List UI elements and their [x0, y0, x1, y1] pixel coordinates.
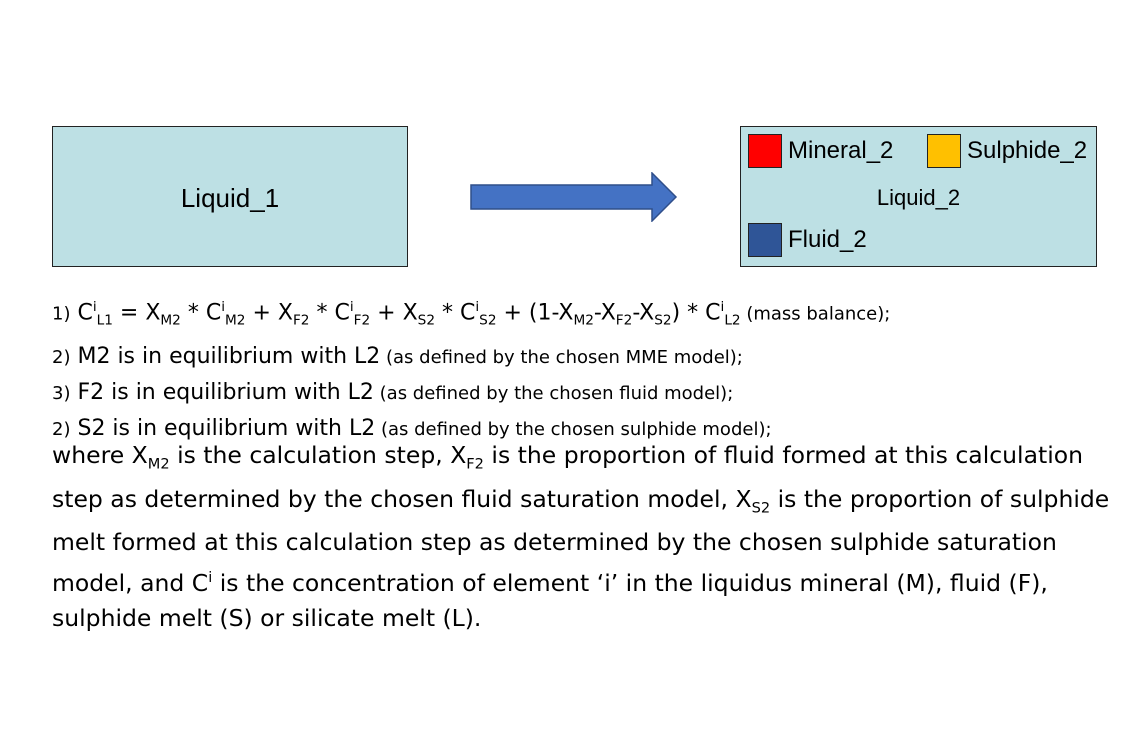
eq1-plus: +	[245, 300, 278, 326]
eq1-sub-m2: M2	[225, 312, 246, 329]
eq1-x-f2: X	[277, 300, 293, 326]
eq2-text: M2 is in equilibrium with L2	[70, 343, 381, 369]
sulphide-2-label: Sulphide_2	[967, 137, 1088, 164]
eq1-c-l2: C	[705, 300, 721, 326]
equation-sulphide-equilibrium: 2) S2 is in equilibrium with L2 (as defi…	[52, 411, 1112, 447]
eq1-plus: +	[496, 300, 529, 326]
eq1-equals: =	[112, 300, 146, 326]
eq1-c-s2: C	[460, 300, 476, 326]
eq1-number: 1)	[52, 303, 71, 325]
liquid-1-box: Liquid_1	[52, 126, 408, 267]
eq1-sub-f2: F2	[353, 312, 371, 329]
eq1-minus: -	[593, 300, 601, 326]
eq4-number: 2)	[52, 418, 71, 440]
eq1-star: *	[435, 300, 460, 326]
para-sub-f2: F2	[466, 455, 484, 473]
eq1-star: *	[309, 300, 335, 326]
para-sub-s2: S2	[751, 499, 771, 517]
eq1-star: *	[180, 300, 206, 326]
eq1-close-paren: )	[671, 300, 681, 326]
eq1-c-f2: C	[334, 300, 350, 326]
eq1-one-minus: (1-	[528, 300, 559, 326]
para-text-1: where X	[52, 441, 148, 469]
right-arrow-icon	[470, 172, 678, 222]
para-text-5: is the concentration of element ‘i’ in t…	[52, 569, 1048, 633]
eq1-sup-i: i	[221, 299, 226, 315]
eq4-text: S2 is in equilibrium with L2	[70, 415, 376, 441]
eq1-plus: +	[370, 300, 403, 326]
eq1-sub-l1: L1	[96, 312, 113, 329]
eq1-sub-f2: F2	[292, 312, 310, 329]
eq1-sub-m2: M2	[160, 312, 181, 329]
eq1-x: X	[600, 300, 616, 326]
eq1-sub-l2: L2	[724, 312, 741, 329]
eq1-note: (mass balance);	[740, 303, 891, 325]
eq1-sub-f2: F2	[615, 312, 633, 329]
equation-mineral-equilibrium: 2) M2 is in equilibrium with L2 (as defi…	[52, 339, 1112, 375]
eq1-sub-m2: M2	[573, 312, 594, 329]
para-sup-i: i	[208, 569, 213, 587]
eq1-x: X	[558, 300, 574, 326]
legend-sulphide-2: Sulphide_2	[927, 134, 1087, 168]
eq1-x-s2: X	[402, 300, 418, 326]
mineral-2-swatch	[748, 134, 782, 168]
eq2-number: 2)	[52, 346, 71, 368]
eq3-text: F2 is in equilibrium with L2	[70, 379, 374, 405]
sulphide-2-swatch	[927, 134, 961, 168]
liquid-2-box: Mineral_2 Sulphide_2 Liquid_2 Fluid_2	[740, 126, 1097, 267]
eq1-minus: -	[632, 300, 640, 326]
fluid-2-label: Fluid_2	[788, 226, 867, 253]
eq1-star: *	[680, 300, 706, 326]
legend-mineral-2: Mineral_2	[748, 134, 893, 168]
eq2-note: (as defined by the chosen MME model);	[380, 346, 743, 368]
explanation-paragraph: where XM2 is the calculation step, XF2 i…	[52, 438, 1112, 636]
liquid-1-label: Liquid_1	[180, 183, 280, 213]
eq1-sub-s2: S2	[654, 312, 672, 329]
eq1-x: X	[639, 300, 655, 326]
eq1-c: C	[77, 300, 93, 326]
eq1-sup-i: i	[92, 299, 97, 315]
eq3-number: 3)	[52, 382, 71, 404]
eq1-sup-i: i	[349, 299, 354, 315]
eq1-sub-s2: S2	[417, 312, 435, 329]
eq3-note: (as defined by the chosen fluid model);	[373, 382, 734, 404]
eq1-c-m2: C	[205, 300, 222, 326]
liquid-2-label: Liquid_2	[876, 185, 961, 210]
eq1-sup-i: i	[475, 299, 480, 315]
fluid-2-swatch	[748, 223, 782, 257]
mineral-2-label: Mineral_2	[788, 137, 894, 164]
equation-fluid-equilibrium: 3) F2 is in equilibrium with L2 (as defi…	[52, 375, 1112, 411]
eq4-note: (as defined by the chosen sulphide model…	[375, 418, 772, 440]
para-text-3: is the proportion of fluid formed at thi…	[52, 441, 1083, 513]
eq1-x-m2: X	[145, 300, 161, 326]
para-sub-m2: M2	[147, 455, 170, 473]
para-text-4: is the proportion of sulphide melt forme…	[52, 484, 1110, 598]
equation-mass-balance: 1) CiL1 = XM2 * CiM2 + XF2 * CiF2 + XS2 …	[52, 290, 1112, 339]
para-text-2: is the calculation step, X	[169, 441, 467, 469]
eq1-sub-s2: S2	[479, 312, 497, 329]
legend-fluid-2: Fluid_2	[748, 223, 867, 257]
equation-list: 1) CiL1 = XM2 * CiM2 + XF2 * CiF2 + XS2 …	[52, 290, 1112, 447]
eq1-sup-i: i	[720, 299, 725, 315]
